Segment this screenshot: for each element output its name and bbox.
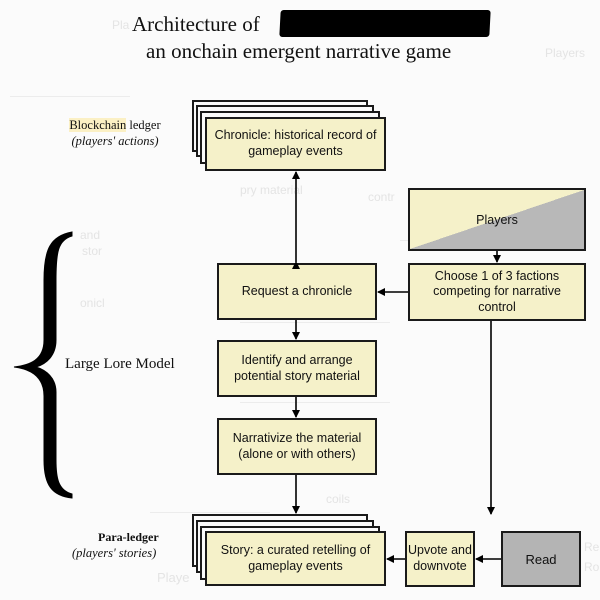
ghost-text: pry material: [240, 183, 303, 197]
para-ledger-subtitle: (players' stories): [72, 546, 157, 560]
title-line-2: an onchain emergent narrative game: [146, 39, 452, 63]
ghost-text: Pla: [112, 18, 130, 32]
ghost-line: [10, 96, 130, 97]
players-node[interactable]: Players: [408, 188, 586, 251]
blockchain-ledger-label: Blockchain ledger: [60, 118, 170, 133]
narrativize-node[interactable]: Narrativize the material (alone or with …: [217, 418, 377, 475]
ghost-text: Players: [545, 46, 586, 60]
choose-factions-node[interactable]: Choose 1 of 3 factions competing for nar…: [408, 263, 586, 321]
players-label: Players: [476, 212, 518, 227]
upvote-node[interactable]: Upvote and downvote: [405, 531, 475, 587]
ledger-word: ledger: [126, 118, 161, 132]
ghost-text: Re: [584, 540, 600, 554]
ghost-text: and: [80, 228, 101, 242]
ghost-text: stor: [82, 244, 103, 258]
blockchain-ledger-subtitle: (players' actions): [71, 134, 159, 148]
identify-node[interactable]: Identify and arrange potential story mat…: [217, 340, 377, 397]
story-node[interactable]: Story: a curated retelling of gameplay e…: [205, 531, 386, 586]
ghost-text: Ro: [584, 560, 600, 574]
title-line-1: Architecture of: [132, 12, 260, 36]
read-label: Read: [525, 551, 557, 567]
ghost-text: coils: [326, 492, 351, 506]
ghost-text: Playe: [157, 570, 190, 585]
ghost-line: [240, 322, 390, 323]
large-lore-model-label: Large Lore Model: [65, 356, 175, 372]
ghost-line: [150, 512, 270, 513]
ghost-line: [240, 402, 390, 403]
ghost-text: onicl: [80, 296, 105, 310]
blockchain-highlight: Blockchain: [69, 118, 127, 132]
ghost-text: contr: [368, 190, 395, 204]
read-node[interactable]: Read: [501, 531, 581, 587]
para-ledger-label: Para-ledger: [98, 530, 159, 544]
chronicle-node[interactable]: Chronicle: historical record of gameplay…: [205, 117, 386, 171]
